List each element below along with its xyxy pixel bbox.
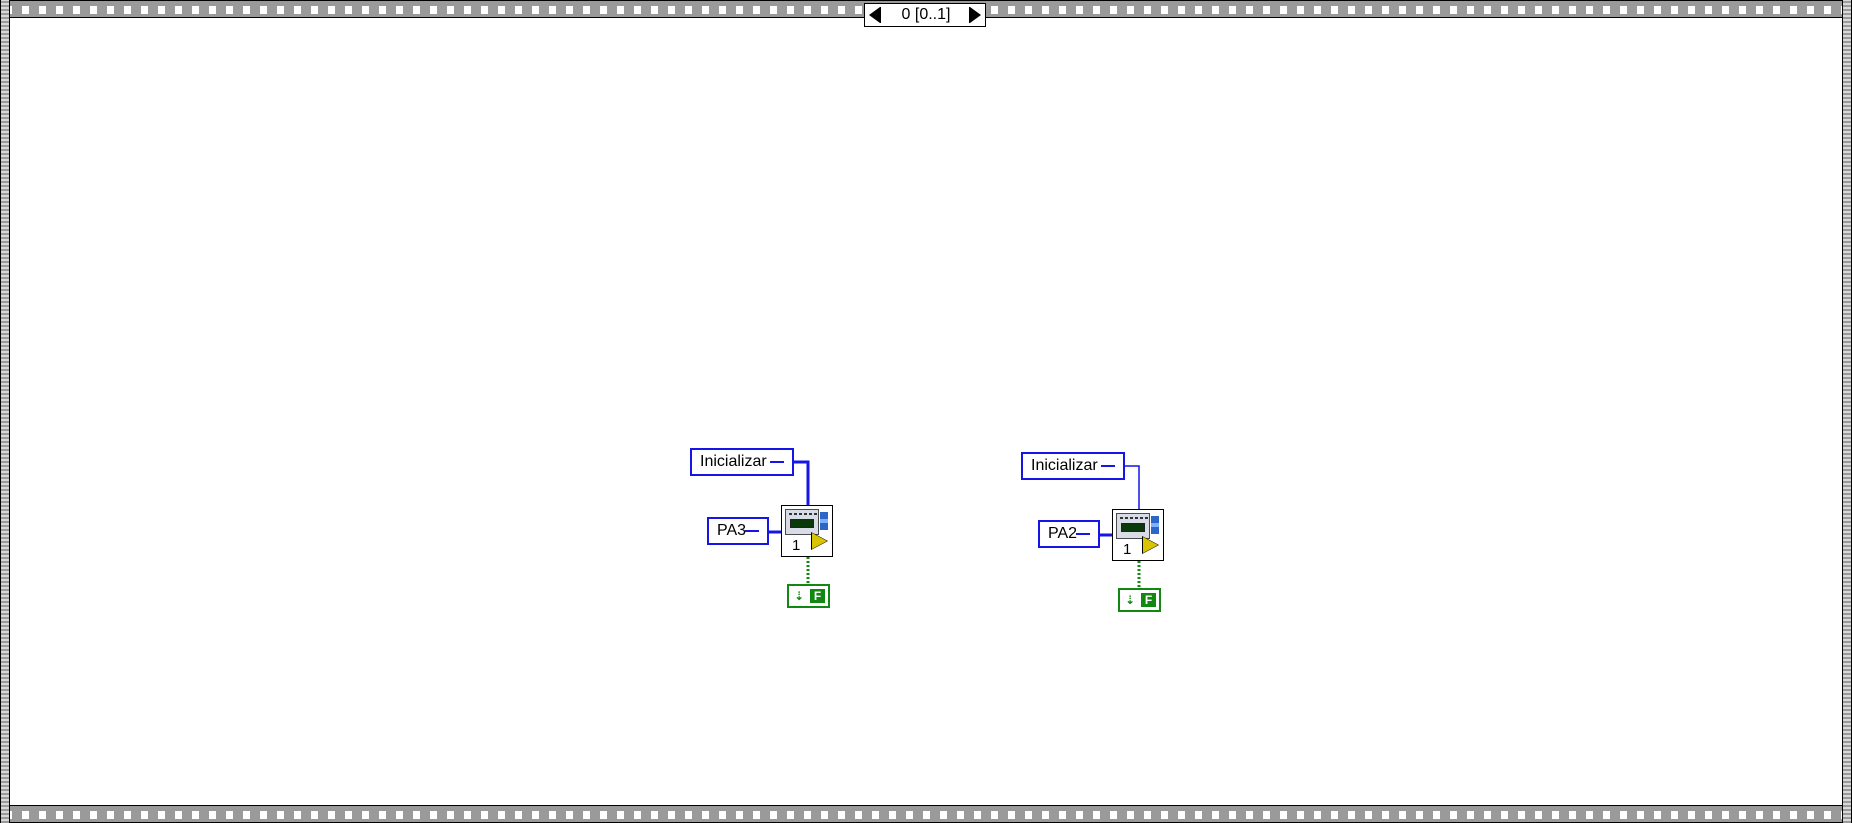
vi-instance-label: 1 [792, 537, 801, 554]
vi-instance-label: 1 [1123, 541, 1132, 558]
enum-terminal-tick [1101, 465, 1115, 467]
boolean-toggle-icon: ⇣ [1125, 593, 1136, 607]
enum-terminal-tick [745, 530, 759, 532]
channel-label: PA2 [1048, 525, 1078, 542]
mode-wire[interactable] [793, 460, 810, 505]
sequence-frame-selector[interactable]: 0 [0..1] [864, 3, 986, 27]
boolean-value: F [810, 589, 825, 603]
boolean-constant[interactable]: ⇣ F [787, 584, 830, 608]
vi-panel-icon [1151, 516, 1159, 534]
amplifier-icon [1143, 537, 1158, 553]
channel-constant[interactable]: PA3 [707, 517, 769, 545]
enum-terminal-tick [1076, 533, 1090, 535]
enum-terminal-tick [770, 461, 784, 463]
sequence-frame-left-border [0, 0, 10, 823]
channel-label: PA3 [717, 522, 747, 539]
mode-enum-label: Inicializar [1031, 457, 1098, 474]
mode-enum-constant[interactable]: Inicializar [690, 448, 794, 476]
sequence-frame-bottom-border [0, 805, 1852, 823]
boolean-value: F [1141, 593, 1156, 607]
vi-monitor-icon [1116, 513, 1150, 539]
boolean-toggle-icon: ⇣ [794, 589, 805, 603]
channel-constant[interactable]: PA2 [1038, 520, 1100, 548]
vi-panel-icon [820, 512, 828, 530]
decrement-arrow-icon[interactable] [869, 7, 881, 23]
daq-vi-node[interactable]: 1 [781, 505, 833, 557]
daq-vi-node[interactable]: 1 [1112, 509, 1164, 561]
increment-arrow-icon[interactable] [969, 7, 981, 23]
selector-label: 0 [0..1] [901, 6, 951, 23]
mode-enum-constant[interactable]: Inicializar [1021, 452, 1125, 480]
amplifier-icon [812, 533, 827, 549]
mode-enum-label: Inicializar [700, 453, 767, 470]
boolean-constant[interactable]: ⇣ F [1118, 588, 1161, 612]
vi-monitor-icon [785, 509, 819, 535]
mode-wire[interactable] [1124, 465, 1140, 509]
